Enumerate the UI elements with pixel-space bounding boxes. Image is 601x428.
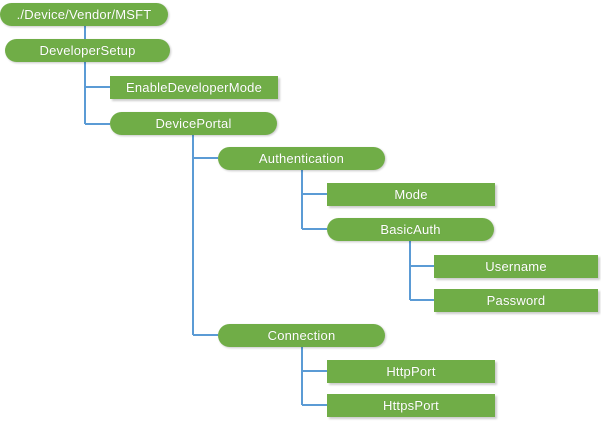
- node-httpsport[interactable]: HttpsPort: [327, 394, 495, 417]
- node-enabledevelopermode-label: EnableDeveloperMode: [125, 80, 263, 95]
- node-password-label: Password: [486, 293, 546, 308]
- node-username[interactable]: Username: [434, 255, 598, 278]
- node-connection-label: Connection: [267, 328, 336, 343]
- node-developersetup[interactable]: DeveloperSetup: [5, 39, 170, 62]
- node-httpport-label: HttpPort: [386, 364, 436, 379]
- node-deviceportal[interactable]: DevicePortal: [110, 112, 277, 135]
- node-mode-label: Mode: [394, 187, 428, 202]
- node-deviceportal-label: DevicePortal: [155, 116, 232, 131]
- node-username-label: Username: [485, 259, 547, 274]
- node-basicauth[interactable]: BasicAuth: [327, 218, 494, 241]
- node-basicauth-label: BasicAuth: [380, 222, 441, 237]
- node-mode[interactable]: Mode: [327, 183, 495, 206]
- node-root[interactable]: ./Device/Vendor/MSFT: [0, 3, 168, 26]
- node-enabledevelopermode[interactable]: EnableDeveloperMode: [110, 76, 278, 99]
- node-authentication[interactable]: Authentication: [218, 147, 385, 170]
- node-password[interactable]: Password: [434, 289, 598, 312]
- node-authentication-label: Authentication: [258, 151, 345, 166]
- node-httpport[interactable]: HttpPort: [327, 360, 495, 383]
- node-developersetup-label: DeveloperSetup: [39, 43, 136, 58]
- node-root-label: ./Device/Vendor/MSFT: [16, 7, 152, 22]
- node-connection[interactable]: Connection: [218, 324, 385, 347]
- node-httpsport-label: HttpsPort: [383, 398, 439, 413]
